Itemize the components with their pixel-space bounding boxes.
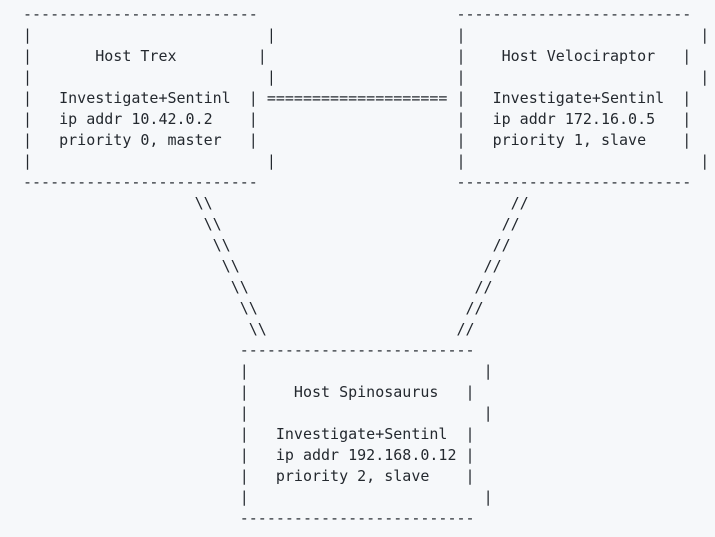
link-trex-spinosaurus: \\ \\ \\ \\ \\ \\ \\ xyxy=(194,194,267,338)
link-trex-velociraptor: ==================== xyxy=(266,89,448,107)
host-box-spinosaurus: -------------------------- | | | Host Sp… xyxy=(239,341,493,527)
link-velociraptor-spinosaurus: // // // // // // // xyxy=(456,194,529,338)
host-box-velociraptor: -------------------------- | | | Host Ve… xyxy=(456,5,710,191)
host-box-trex: -------------------------- | | | Host Tr… xyxy=(23,5,276,191)
